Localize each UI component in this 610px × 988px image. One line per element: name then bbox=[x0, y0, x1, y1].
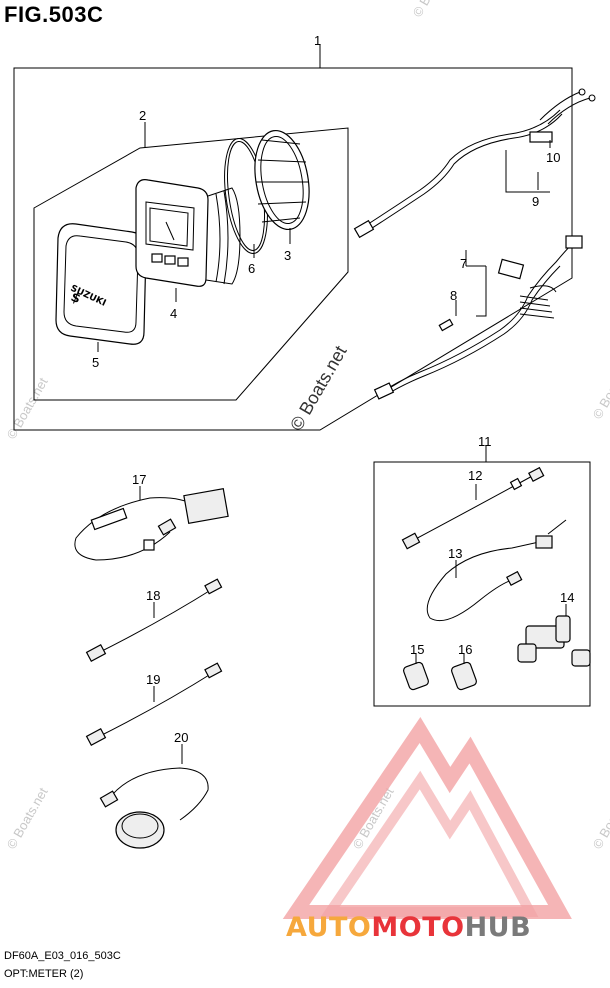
callout-8: 8 bbox=[450, 288, 457, 303]
callout-19: 19 bbox=[146, 672, 160, 687]
callout-1: 1 bbox=[314, 33, 321, 48]
callout-4: 4 bbox=[170, 306, 177, 321]
part-13-cable bbox=[426, 519, 567, 622]
callout-2: 2 bbox=[139, 108, 146, 123]
watermark-right-bottom: © Boats.net bbox=[590, 785, 610, 852]
part-7-harness bbox=[373, 235, 583, 400]
callout-17: 17 bbox=[132, 472, 146, 487]
figure-title: FIG.503C bbox=[4, 2, 104, 27]
callout-12: 12 bbox=[468, 468, 482, 483]
part-5-cover: $ SUZUKI bbox=[55, 223, 147, 345]
watermark-left-bottom: © Boats.net bbox=[4, 785, 51, 852]
watermark-left-top: © Boats.net bbox=[4, 375, 51, 442]
part-9-harness bbox=[353, 88, 596, 239]
part-20-sensor bbox=[99, 767, 209, 849]
callout-10: 10 bbox=[546, 150, 560, 165]
watermark-main: © Boats.net bbox=[286, 342, 350, 434]
footer-caption: OPT:METER (2) bbox=[4, 968, 84, 980]
callout-13: 13 bbox=[448, 546, 462, 561]
callout-6: 6 bbox=[248, 261, 255, 276]
part-17-cable bbox=[74, 488, 229, 561]
automotohub-logo: AUTOMOTOHUB bbox=[282, 717, 572, 943]
group-box-11 bbox=[373, 461, 591, 707]
part-4-meter bbox=[135, 179, 241, 287]
callout-7: 7 bbox=[460, 256, 467, 271]
group-box-2 bbox=[33, 127, 349, 401]
callout-11: 11 bbox=[478, 434, 492, 449]
logo-text: AUTOMOTOHUB bbox=[286, 912, 531, 943]
watermark-right-top: © Boats.net bbox=[590, 355, 610, 422]
part-18-cable bbox=[85, 578, 223, 662]
callout-5: 5 bbox=[92, 355, 99, 370]
part-12-cable bbox=[401, 466, 545, 550]
watermark-top: © Boats.net bbox=[410, 0, 457, 19]
callout-14: 14 bbox=[560, 590, 574, 605]
callout-18: 18 bbox=[146, 588, 160, 603]
footer-code: DF60A_E03_016_503C bbox=[4, 950, 121, 962]
callout-9: 9 bbox=[532, 194, 539, 209]
part-15-terminator bbox=[403, 661, 429, 691]
part-19-cable bbox=[85, 662, 223, 746]
callout-15: 15 bbox=[410, 642, 424, 657]
part-16-terminator bbox=[451, 661, 477, 691]
part-14-tee bbox=[517, 615, 591, 667]
callout-16: 16 bbox=[458, 642, 472, 657]
callout-20: 20 bbox=[174, 730, 188, 745]
part-3-ringnut bbox=[254, 129, 310, 231]
group-box-1 bbox=[13, 67, 573, 431]
callout-3: 3 bbox=[284, 248, 291, 263]
